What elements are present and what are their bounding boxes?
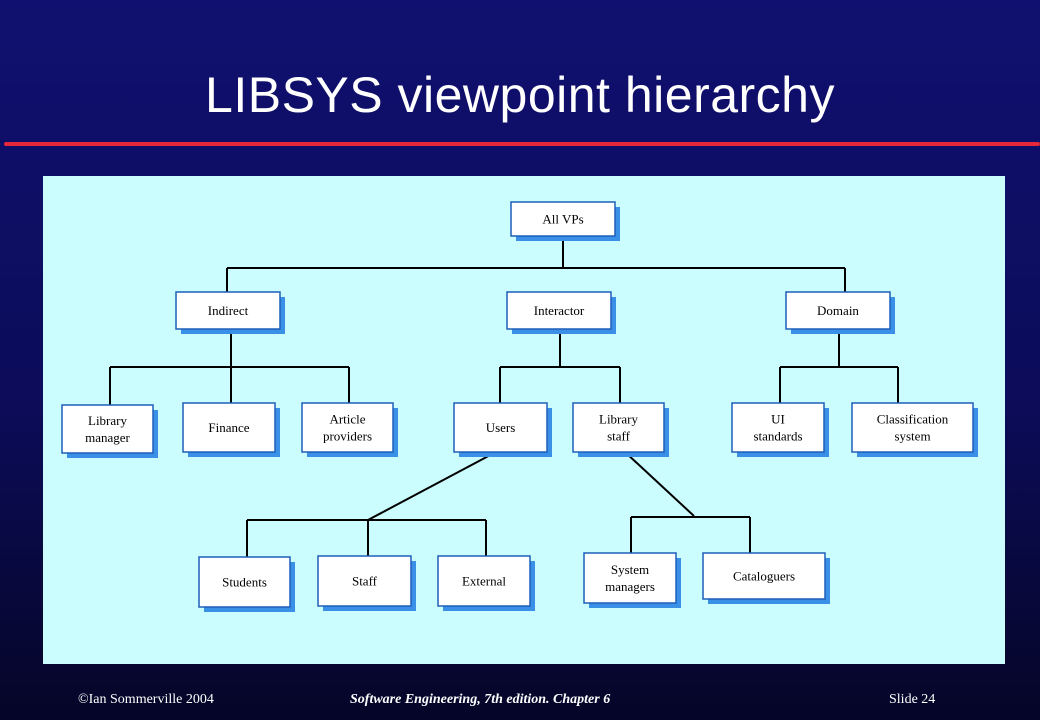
- box-face: [510, 201, 616, 237]
- node-staff: Staff: [317, 555, 416, 611]
- node-interactor: Interactor: [506, 291, 616, 334]
- node-cataloguers: Cataloguers: [702, 552, 830, 604]
- connector: [367, 451, 497, 521]
- node-label: providers: [323, 429, 372, 444]
- node-library-staff: Library staff: [572, 402, 669, 457]
- node-label: Staff: [352, 574, 378, 589]
- node-label: manager: [85, 430, 130, 445]
- node-label: managers: [605, 579, 655, 594]
- node-system-managers: System managers: [583, 552, 681, 608]
- node-label: standards: [753, 429, 802, 444]
- box-face: [198, 556, 291, 608]
- box-face: [702, 552, 826, 600]
- node-label: Interactor: [534, 303, 585, 318]
- box-face: [61, 404, 154, 454]
- node-label: Classification: [877, 412, 949, 427]
- connector: [624, 451, 695, 517]
- node-label: Library: [599, 412, 638, 427]
- box-face: [317, 555, 412, 607]
- box-face: [731, 402, 825, 453]
- footer-slide-number: Slide 24: [889, 692, 936, 707]
- box-face: [301, 402, 394, 453]
- connectors: [109, 238, 899, 557]
- node-external: External: [437, 555, 535, 611]
- node-domain: Domain: [785, 291, 895, 334]
- node-ui-standards: UI standards: [731, 402, 829, 457]
- box-face: [182, 402, 276, 453]
- node-library-manager: Library manager: [61, 404, 158, 458]
- node-users: Users: [453, 402, 552, 457]
- box-face: [453, 402, 548, 453]
- node-article-providers: Article providers: [301, 402, 398, 457]
- box-face: [437, 555, 531, 607]
- node-label: staff: [607, 429, 631, 444]
- node-label: External: [462, 574, 506, 589]
- node-label: Users: [486, 420, 516, 435]
- node-label: Indirect: [208, 303, 249, 318]
- node-label: All VPs: [542, 212, 583, 227]
- node-indirect: Indirect: [175, 291, 285, 334]
- node-all: All VPs: [510, 201, 620, 241]
- slide-title: LIBSYS viewpoint hierarchy: [205, 67, 835, 123]
- node-label: Domain: [817, 303, 859, 318]
- node-label: UI: [771, 412, 785, 427]
- box-face: [583, 552, 677, 604]
- node-label: Library: [88, 413, 127, 428]
- box-face: [785, 291, 891, 330]
- node-finance: Finance: [182, 402, 280, 457]
- node-label: Students: [222, 575, 267, 590]
- node-students: Students: [198, 556, 295, 612]
- box-face: [572, 402, 665, 453]
- box-face: [851, 402, 974, 453]
- box-face: [506, 291, 612, 330]
- node-label: Cataloguers: [733, 569, 795, 584]
- node-label: Finance: [208, 420, 249, 435]
- node-classification-system: Classification system: [851, 402, 978, 457]
- title-divider: [4, 142, 1040, 146]
- footer-copyright: ©Ian Sommerville 2004: [78, 692, 214, 707]
- node-label: Article: [329, 412, 365, 427]
- footer-book-title: Software Engineering, 7th edition. Chapt…: [350, 692, 611, 707]
- box-face: [175, 291, 281, 330]
- node-label: System: [611, 562, 649, 577]
- node-label: system: [894, 429, 930, 444]
